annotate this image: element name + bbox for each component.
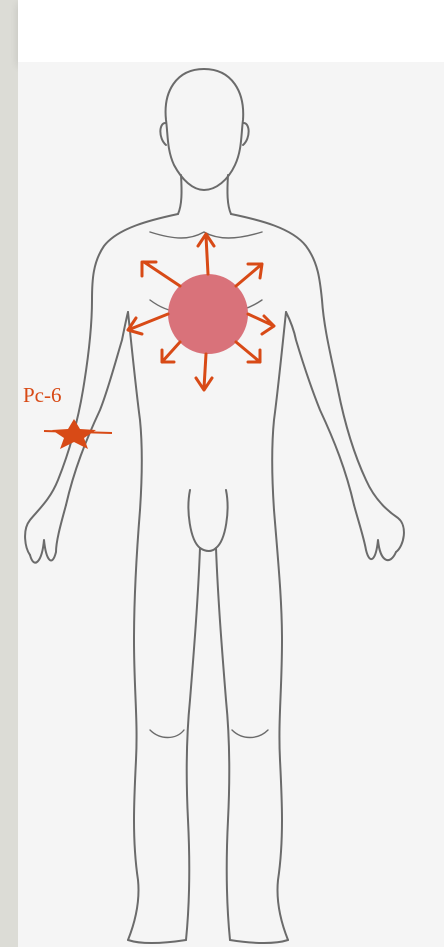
left-leg-outer bbox=[128, 510, 140, 940]
arrow-up-left-icon bbox=[142, 262, 180, 286]
right-flank bbox=[272, 312, 286, 510]
left-knee bbox=[150, 730, 184, 738]
right-inner-arm bbox=[286, 312, 354, 505]
star-line bbox=[44, 431, 112, 433]
right-foot bbox=[230, 940, 288, 943]
neck-right bbox=[227, 175, 231, 214]
arrow-up-right-icon bbox=[236, 264, 262, 286]
arrow-up-icon bbox=[198, 234, 214, 274]
radiating-center bbox=[128, 234, 274, 390]
arrow-down-right-icon bbox=[236, 342, 260, 362]
right-knee bbox=[232, 730, 268, 738]
left-ear bbox=[160, 123, 166, 145]
left-leg-inner bbox=[186, 548, 200, 940]
head-outline bbox=[166, 69, 244, 190]
arrow-down-icon bbox=[196, 354, 212, 390]
arrow-right-icon bbox=[248, 314, 274, 334]
right-leg-inner bbox=[216, 548, 230, 940]
groin bbox=[188, 490, 227, 551]
right-leg-outer bbox=[274, 510, 288, 940]
arrow-left-icon bbox=[128, 314, 168, 334]
arrow-down-left-icon bbox=[162, 342, 180, 362]
left-inner-arm bbox=[66, 312, 128, 505]
left-foot bbox=[128, 940, 186, 943]
right-hand bbox=[354, 505, 396, 560]
left-flank bbox=[128, 312, 142, 510]
body-outline bbox=[25, 69, 404, 943]
neck-left bbox=[178, 175, 182, 214]
star-icon bbox=[52, 419, 96, 449]
acupoint-label: Pc-6 bbox=[23, 383, 62, 407]
right-ear bbox=[243, 123, 249, 145]
